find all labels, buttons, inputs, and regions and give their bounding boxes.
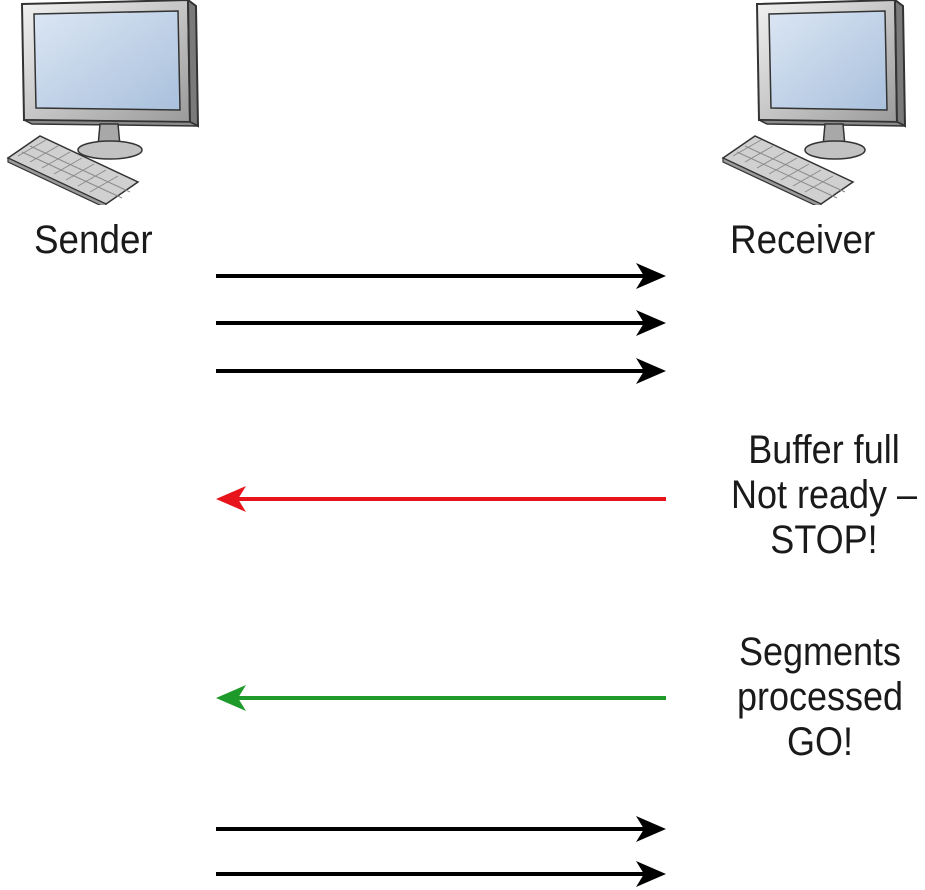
data-segment-arrow (216, 263, 666, 289)
arrow-head (636, 263, 666, 289)
data-segment-arrow (216, 310, 666, 336)
arrow-head (636, 358, 666, 384)
arrow-head (216, 486, 246, 512)
note-line: processed (736, 675, 904, 719)
arrow-head (636, 310, 666, 336)
note-line: Not ready – (730, 473, 918, 517)
data-segment-arrow (216, 861, 666, 887)
note-line: Buffer full (748, 428, 900, 472)
buffer-full-note: Buffer full Not ready – STOP! (725, 428, 923, 563)
data-segment-arrow (216, 358, 666, 384)
sender-computer-icon (6, 0, 200, 205)
stop-signal-arrow (216, 486, 666, 512)
note-line: GO! (786, 720, 854, 764)
arrow-head (216, 685, 246, 711)
note-line: Segments (738, 630, 902, 674)
go-signal-arrow (216, 685, 666, 711)
receiver-computer-icon (721, 0, 907, 205)
arrow-head (636, 816, 666, 842)
sender-label: Sender (34, 218, 153, 262)
note-line: STOP! (770, 518, 878, 562)
segments-processed-note: Segments processed GO! (721, 630, 919, 765)
data-segment-arrow (216, 816, 666, 842)
arrow-head (636, 861, 666, 887)
receiver-label: Receiver (730, 218, 876, 262)
